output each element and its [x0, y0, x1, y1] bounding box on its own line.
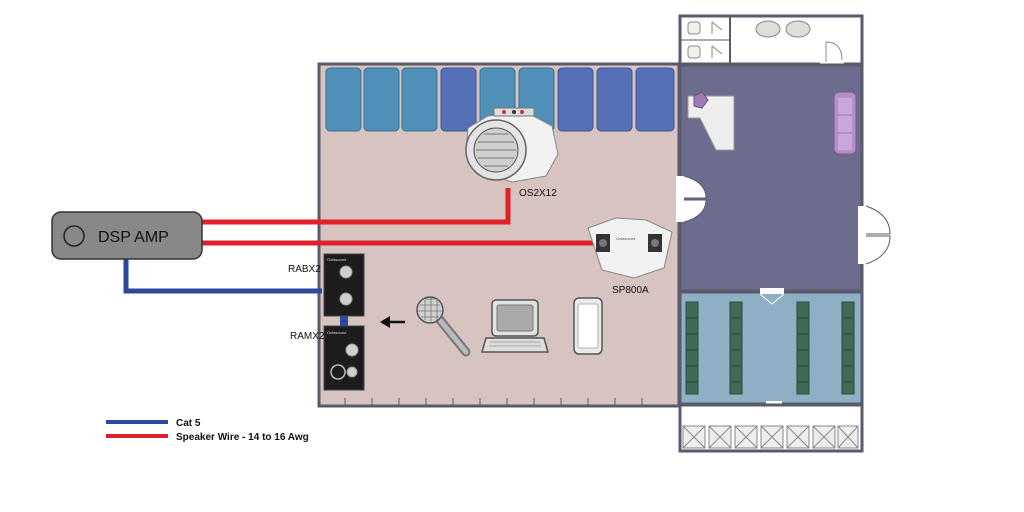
wall-ticks	[344, 398, 643, 405]
source-knob-icon	[339, 292, 353, 306]
volume-knob-icon	[339, 265, 353, 279]
amp-knob-icon	[63, 225, 85, 247]
ceiling-speaker-label: OS2X12	[519, 188, 557, 199]
corner-speaker: Octasound SP800A	[587, 217, 673, 296]
rabx2-brand: Octasound	[327, 257, 346, 262]
speaker-wire-run	[200, 188, 598, 246]
ceiling-speaker: OS2X12	[465, 107, 559, 199]
microphone-icon	[416, 296, 471, 357]
smartphone-icon	[573, 297, 603, 355]
locker-room	[678, 288, 864, 406]
mic-volume-knob-icon	[345, 343, 359, 357]
side-room	[676, 63, 891, 293]
cat5-run	[123, 258, 322, 294]
restroom	[678, 14, 864, 66]
legend-cat5-label: Cat 5	[176, 418, 201, 429]
corner-speaker-brand: Octasound	[616, 236, 635, 241]
shower-stalls	[678, 403, 864, 453]
laptop-icon	[481, 299, 549, 353]
legend-speaker-wire-label: Speaker Wire - 14 to 16 Awg	[176, 432, 309, 443]
amp-label: DSP AMP	[98, 229, 169, 246]
mic-gain-knob-icon	[346, 366, 358, 378]
rabx2-label: RABX2	[288, 264, 321, 275]
dsp-amp: DSP AMP	[51, 211, 203, 260]
ramx2-brand: Octasound	[327, 330, 346, 335]
wall-plate-rabx2: Octasound RABX2	[288, 253, 365, 317]
ramx2-label: RAMX2	[290, 331, 325, 342]
legend: Cat 5 Speaker Wire - 14 to 16 Awg	[106, 418, 309, 443]
corner-speaker-label: SP800A	[612, 285, 649, 296]
arrow-left-icon	[380, 316, 405, 328]
wall-plate-ramx2: Octasound RAMX2	[290, 316, 365, 391]
mic-jack-icon	[330, 364, 346, 380]
